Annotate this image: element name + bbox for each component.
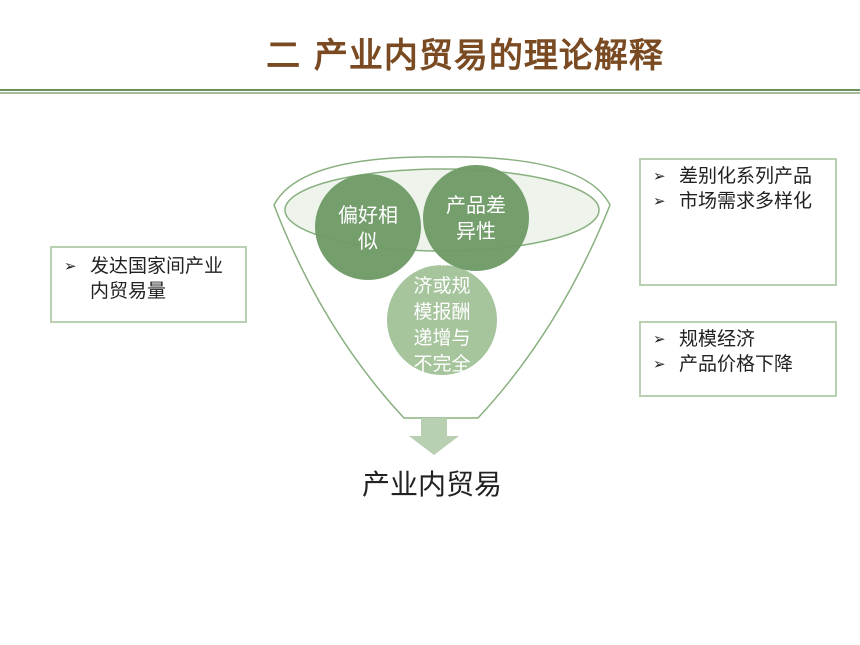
slide-title: 二 产业内贸易的理论解释 (266, 36, 664, 76)
list-item-text: 产品价格下降 (679, 353, 794, 375)
funnel-circle-bottom (387, 265, 497, 375)
circle-left-line: 似 (358, 229, 378, 253)
circle-right-line: 产品差 (446, 193, 506, 217)
funnel-output-label: 产业内贸易 (362, 468, 502, 501)
funnel-circle-right (423, 165, 529, 271)
bullet-arrow-icon: ➢ (64, 257, 77, 275)
circle-left-line: 偏好相 (338, 203, 398, 227)
left-text-box: ➢ 发达国家间产业内贸易量 (50, 246, 247, 323)
bullet-arrow-icon: ➢ (653, 330, 666, 348)
top-right-text-box: ➢ 差别化系列产品 ➢ 市场需求多样化 (639, 158, 837, 286)
circle-bottom-line: 模报酬 (413, 301, 470, 323)
title-divider-secondary (0, 92, 860, 94)
bottom-right-text-box: ➢ 规模经济 ➢ 产品价格下降 (639, 321, 837, 397)
bullet-arrow-icon: ➢ (653, 167, 666, 185)
funnel-circle-left (315, 174, 421, 280)
bullet-arrow-icon: ➢ (653, 192, 666, 210)
list-item: ➢ 产品价格下降 (649, 352, 827, 377)
circle-right-line: 异性 (456, 219, 496, 243)
list-item-text: 差别化系列产品 (679, 165, 813, 187)
circle-bottom-line: 递增与 (413, 327, 470, 349)
list-item-text: 发达国家间产业内贸易量 (90, 255, 224, 302)
title-divider (0, 89, 860, 91)
list-item: ➢ 规模经济 (649, 327, 827, 352)
list-item-text: 市场需求多样化 (679, 190, 813, 212)
list-item: ➢ 市场需求多样化 (649, 189, 827, 214)
circle-bottom-line: 不完全 (413, 353, 470, 375)
list-item-text: 规模经济 (679, 328, 756, 350)
circle-bottom-line: 济或规 (413, 275, 470, 297)
list-item: ➢ 差别化系列产品 (649, 164, 827, 189)
bullet-arrow-icon: ➢ (653, 355, 666, 373)
down-arrow-icon (409, 418, 459, 455)
circle-bottom-line: 部 (432, 247, 451, 269)
list-item: ➢ 发达国家间产业内贸易量 (60, 254, 237, 304)
